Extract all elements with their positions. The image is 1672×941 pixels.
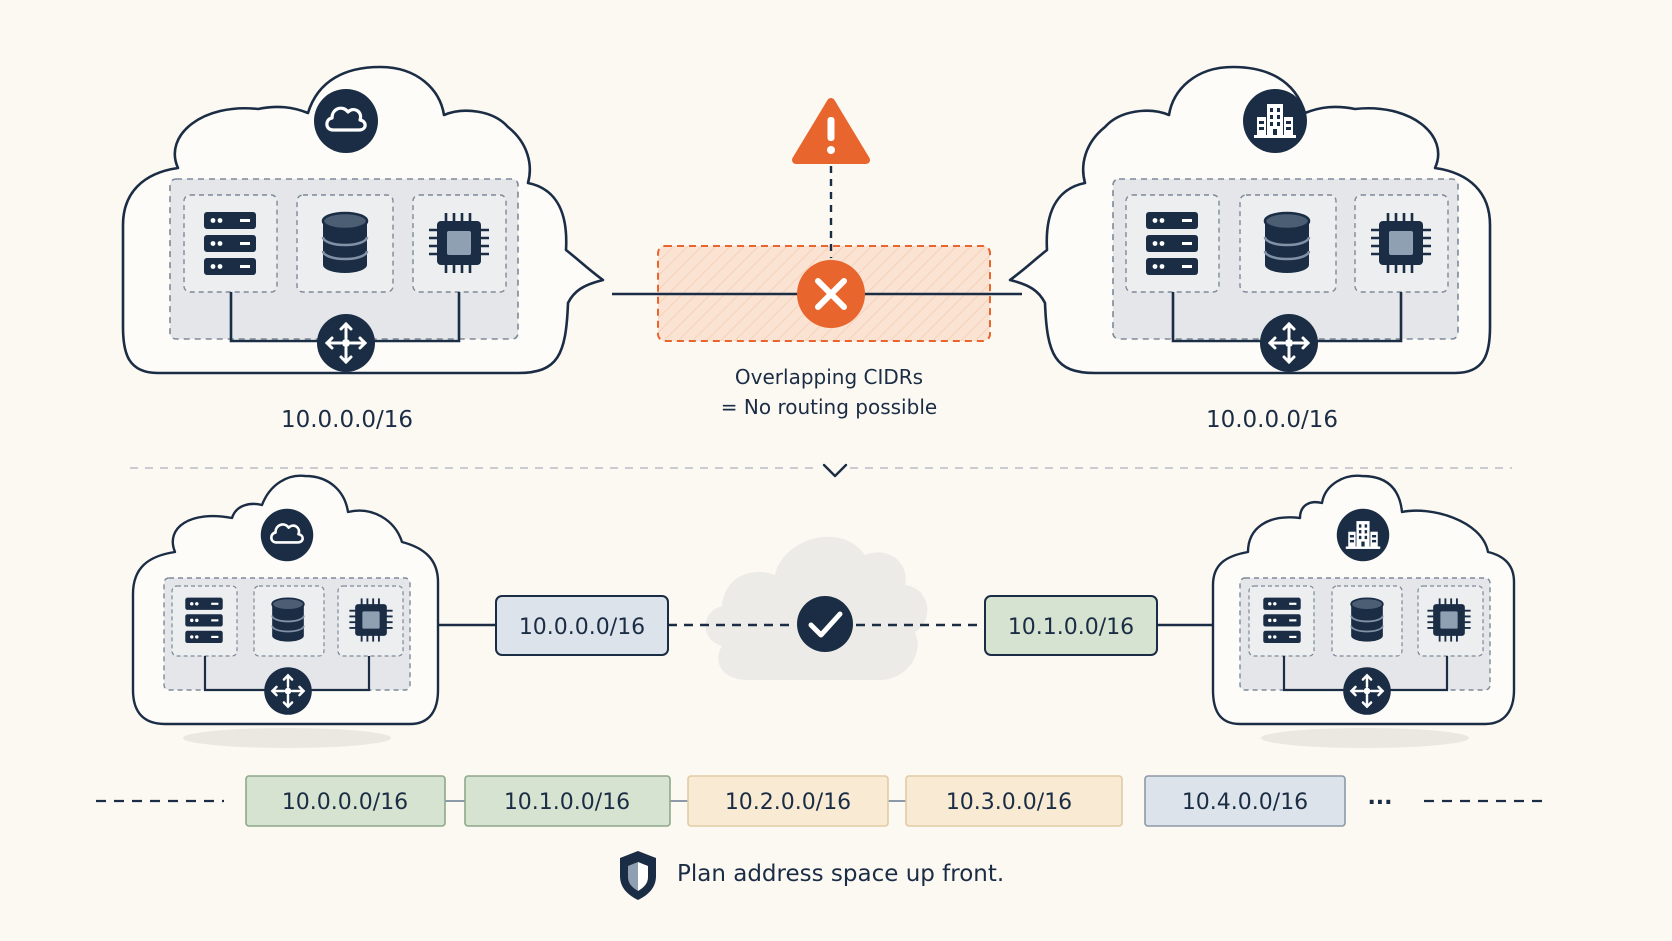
- bottom-right-building-icon: [1336, 508, 1390, 562]
- check-icon: [797, 596, 853, 652]
- plan-block-4-label: 10.3.0.0/16: [946, 790, 1072, 815]
- bottom-left-cidr-box: 10.0.0.0/16: [495, 595, 669, 656]
- bottom-left-cidr-label: 10.0.0.0/16: [519, 615, 645, 640]
- top-left-cloud-provider-icon: [312, 87, 380, 155]
- bottom-right-shadow: [1261, 728, 1469, 748]
- plan-caption: Plan address space up front.: [677, 861, 1004, 887]
- bottom-right-database-icon: [1350, 597, 1384, 643]
- plan-block-1-label: 10.0.0.0/16: [282, 790, 408, 815]
- top-right-database-icon: [1263, 211, 1311, 275]
- bottom-left-router-icon: [262, 665, 314, 717]
- bottom-left-server-icon: [185, 597, 223, 644]
- plan-block-5: 10.4.0.0/16: [1144, 775, 1346, 827]
- x-icon: [797, 260, 865, 328]
- shield-icon: [620, 851, 656, 900]
- top-left-database-icon: [321, 211, 369, 275]
- plan-block-5-label: 10.4.0.0/16: [1182, 790, 1308, 815]
- bottom-left-cloud-provider-icon: [259, 507, 315, 563]
- top-right-server-icon: [1146, 212, 1198, 275]
- conflict-label-line1: Overlapping CIDRs: [735, 365, 923, 389]
- top-right-router-icon: [1258, 312, 1320, 374]
- top-right-cidr-label: 10.0.0.0/16: [1206, 407, 1338, 433]
- plan-block-2-label: 10.1.0.0/16: [504, 790, 630, 815]
- top-left-cidr-label: 10.0.0.0/16: [281, 407, 413, 433]
- warning-icon: [792, 98, 870, 164]
- top-left-router-icon: [315, 312, 377, 374]
- top-right-building-icon: [1243, 89, 1307, 153]
- bottom-right-cidr-label: 10.1.0.0/16: [1008, 615, 1134, 640]
- plan-block-3-label: 10.2.0.0/16: [725, 790, 851, 815]
- plan-block-4: 10.3.0.0/16: [905, 775, 1123, 827]
- conflict-label-line2: = No routing possible: [721, 395, 937, 419]
- bottom-left-shadow: [183, 728, 391, 748]
- plan-block-1: 10.0.0.0/16: [245, 775, 446, 827]
- bottom-right-cidr-box: 10.1.0.0/16: [984, 595, 1158, 656]
- plan-block-2: 10.1.0.0/16: [464, 775, 671, 827]
- plan-block-3: 10.2.0.0/16: [687, 775, 889, 827]
- bottom-left-database-icon: [271, 597, 305, 643]
- plan-ellipsis: ...: [1367, 785, 1392, 810]
- bottom-right-server-icon: [1263, 597, 1301, 644]
- bottom-right-router-icon: [1341, 665, 1393, 717]
- chevron-down-icon: [822, 463, 848, 478]
- top-left-server-icon: [204, 212, 256, 275]
